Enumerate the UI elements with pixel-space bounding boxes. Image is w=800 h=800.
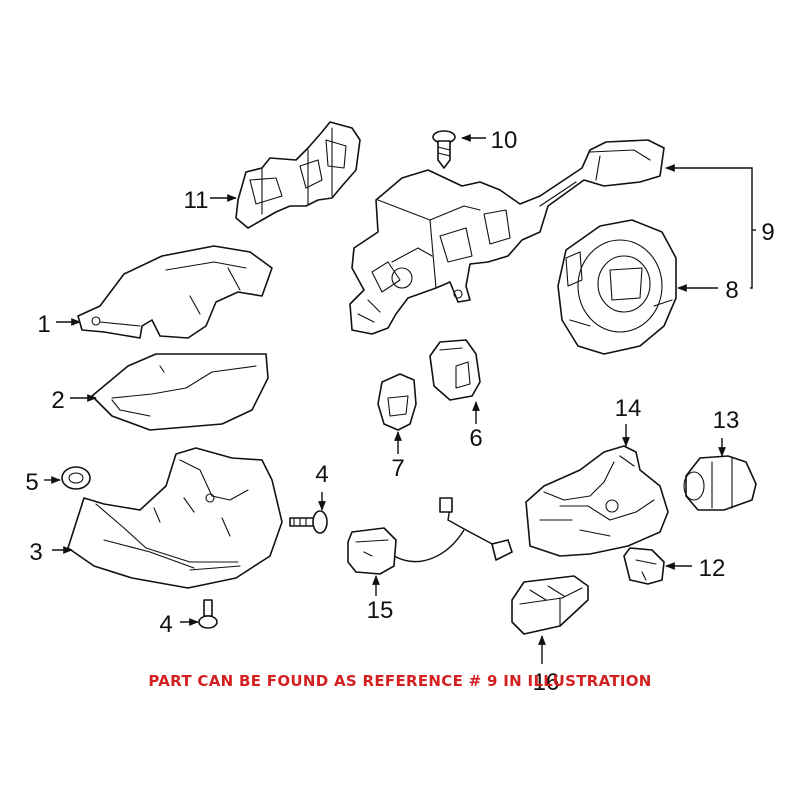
callout-7: 7 bbox=[391, 455, 404, 482]
part-1-upper-cover bbox=[77, 245, 273, 339]
callout-8: 8 bbox=[725, 277, 738, 304]
callout-15: 15 bbox=[367, 597, 394, 624]
part-16-module bbox=[511, 575, 589, 635]
callout-4-lower: 4 bbox=[159, 611, 172, 638]
callout-10: 10 bbox=[491, 127, 518, 154]
callout-11: 11 bbox=[184, 187, 209, 214]
callout-12: 12 bbox=[699, 555, 726, 582]
part-13-ignition-cylinder bbox=[683, 455, 757, 511]
part-12-switch bbox=[623, 547, 665, 585]
leader-lines bbox=[44, 134, 756, 664]
part-4-screw-lower bbox=[198, 599, 218, 629]
callout-14: 14 bbox=[615, 395, 642, 422]
callout-5: 5 bbox=[25, 469, 38, 496]
part-10-screw bbox=[432, 130, 456, 169]
callout-2: 2 bbox=[51, 387, 64, 414]
part-5-grommet bbox=[61, 466, 91, 490]
part-2-lower-cover bbox=[91, 353, 269, 431]
reference-notice: PART CAN BE FOUND AS REFERENCE # 9 IN IL… bbox=[148, 672, 651, 690]
callout-16: 16 bbox=[533, 669, 560, 696]
part-6-cap bbox=[429, 339, 481, 401]
part-4-screw-upper bbox=[289, 510, 328, 534]
callout-9: 9 bbox=[761, 219, 774, 246]
part-8-clock-spring bbox=[557, 219, 677, 355]
callout-3: 3 bbox=[29, 539, 42, 566]
callout-13: 13 bbox=[713, 407, 740, 434]
part-11-bracket bbox=[235, 121, 361, 229]
part-14-lock-housing bbox=[525, 445, 669, 557]
callout-6: 6 bbox=[469, 425, 482, 452]
part-9-switch-cluster bbox=[349, 139, 665, 335]
part-15-sensor-harness bbox=[347, 497, 513, 575]
callout-4-upper: 4 bbox=[315, 461, 328, 488]
part-7-bracket bbox=[377, 373, 417, 431]
callout-labels: 1 2 3 4 4 5 6 7 8 9 10 11 12 13 14 15 16 bbox=[25, 127, 774, 696]
part-3-shroud bbox=[67, 447, 283, 589]
callout-1: 1 bbox=[37, 311, 50, 338]
